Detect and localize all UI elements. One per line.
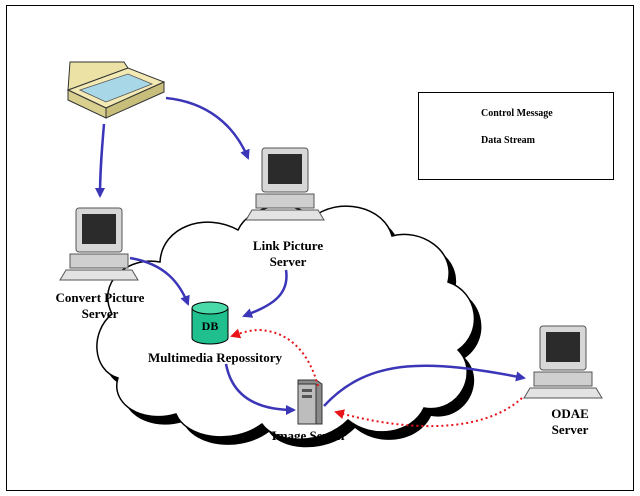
convert-picture-server-label: Convert Picture Server (55, 290, 145, 321)
image-server-label: Image Server (271, 428, 347, 443)
data-stream-arrow (224, 363, 296, 415)
computer-icon (523, 325, 603, 399)
scanner-icon (66, 61, 166, 119)
legend: Control Message Data Stream (418, 92, 614, 180)
computer-icon (245, 147, 325, 221)
control-message-arrow (334, 397, 523, 428)
db-label: DB (201, 319, 219, 333)
link-picture-server-label: Link Picture Server (252, 238, 324, 269)
data-stream-arrow (242, 269, 288, 318)
control-message-arrow (230, 328, 319, 387)
network-cloud-icon (96, 205, 482, 448)
data-stream-arrow (165, 96, 250, 160)
odae-server-label: ODAE Server (551, 406, 589, 437)
data-stream-arrow (95, 123, 106, 198)
server-tower-icon (297, 379, 323, 425)
data-stream-arrow (129, 256, 190, 306)
diagram-frame (6, 5, 634, 491)
data-stream-arrow (323, 364, 526, 407)
legend-data-label: Data Stream (481, 135, 535, 146)
repository-label: Multimedia Repossitory (148, 350, 282, 365)
computer-icon (59, 207, 139, 281)
legend-control-label: Control Message (481, 108, 553, 119)
database-cylinder-icon (191, 301, 229, 345)
